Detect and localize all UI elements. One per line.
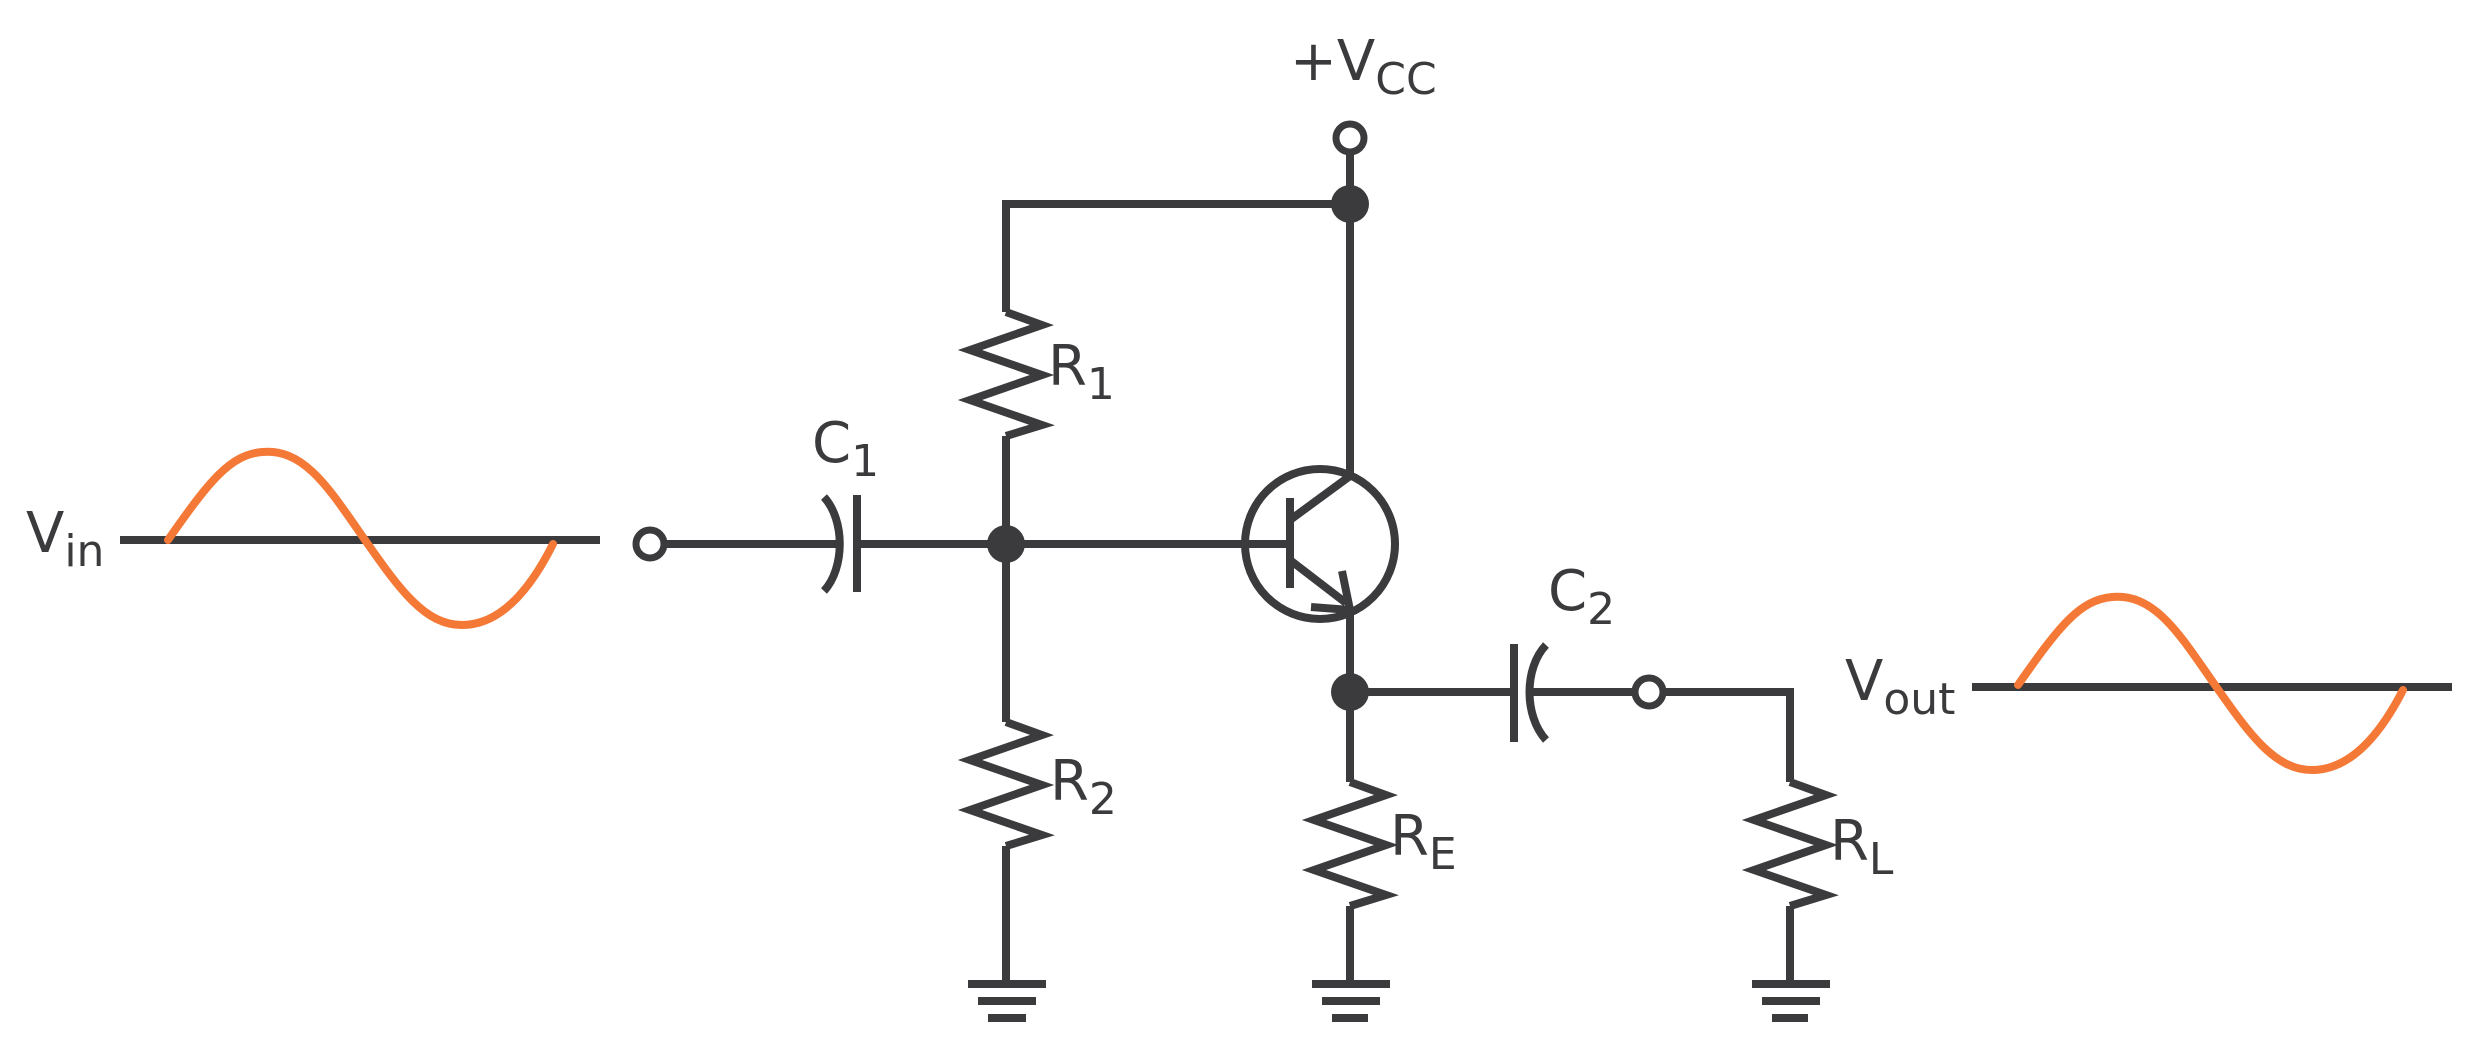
resistor-r2	[957, 718, 1055, 850]
output-sine-wave	[2014, 592, 2407, 775]
label-r2: R2	[1050, 749, 1117, 825]
transistor-collector-lead	[1287, 472, 1353, 524]
output-signal	[1972, 592, 2452, 775]
input-terminal	[632, 526, 668, 562]
resistor-rl	[1741, 778, 1839, 910]
output-terminal	[1631, 674, 1667, 710]
ground-re	[1312, 980, 1390, 1022]
label-r1: R1	[1048, 334, 1115, 410]
label-vout: Vout	[1845, 649, 1955, 725]
label-c2: C2	[1548, 559, 1615, 635]
label-vin: Vin	[26, 501, 104, 577]
resistor-re	[1301, 778, 1399, 910]
label-vcc: +VCC	[1290, 29, 1437, 105]
transistor-emitter-lead	[1287, 556, 1349, 607]
label-rl: RL	[1830, 809, 1894, 885]
wire-output-to-rl	[1663, 688, 1794, 782]
ground-rl	[1752, 980, 1830, 1022]
label-re: RE	[1390, 804, 1457, 880]
emitter-arrow-icon	[1310, 570, 1355, 615]
input-sine-wave	[164, 447, 557, 630]
npn-transistor	[1241, 465, 1399, 623]
label-c1: C1	[812, 411, 879, 487]
ground-r2	[968, 980, 1046, 1022]
vcc-terminal	[1332, 120, 1368, 156]
resistor-r1	[957, 308, 1055, 440]
input-signal	[120, 447, 600, 630]
